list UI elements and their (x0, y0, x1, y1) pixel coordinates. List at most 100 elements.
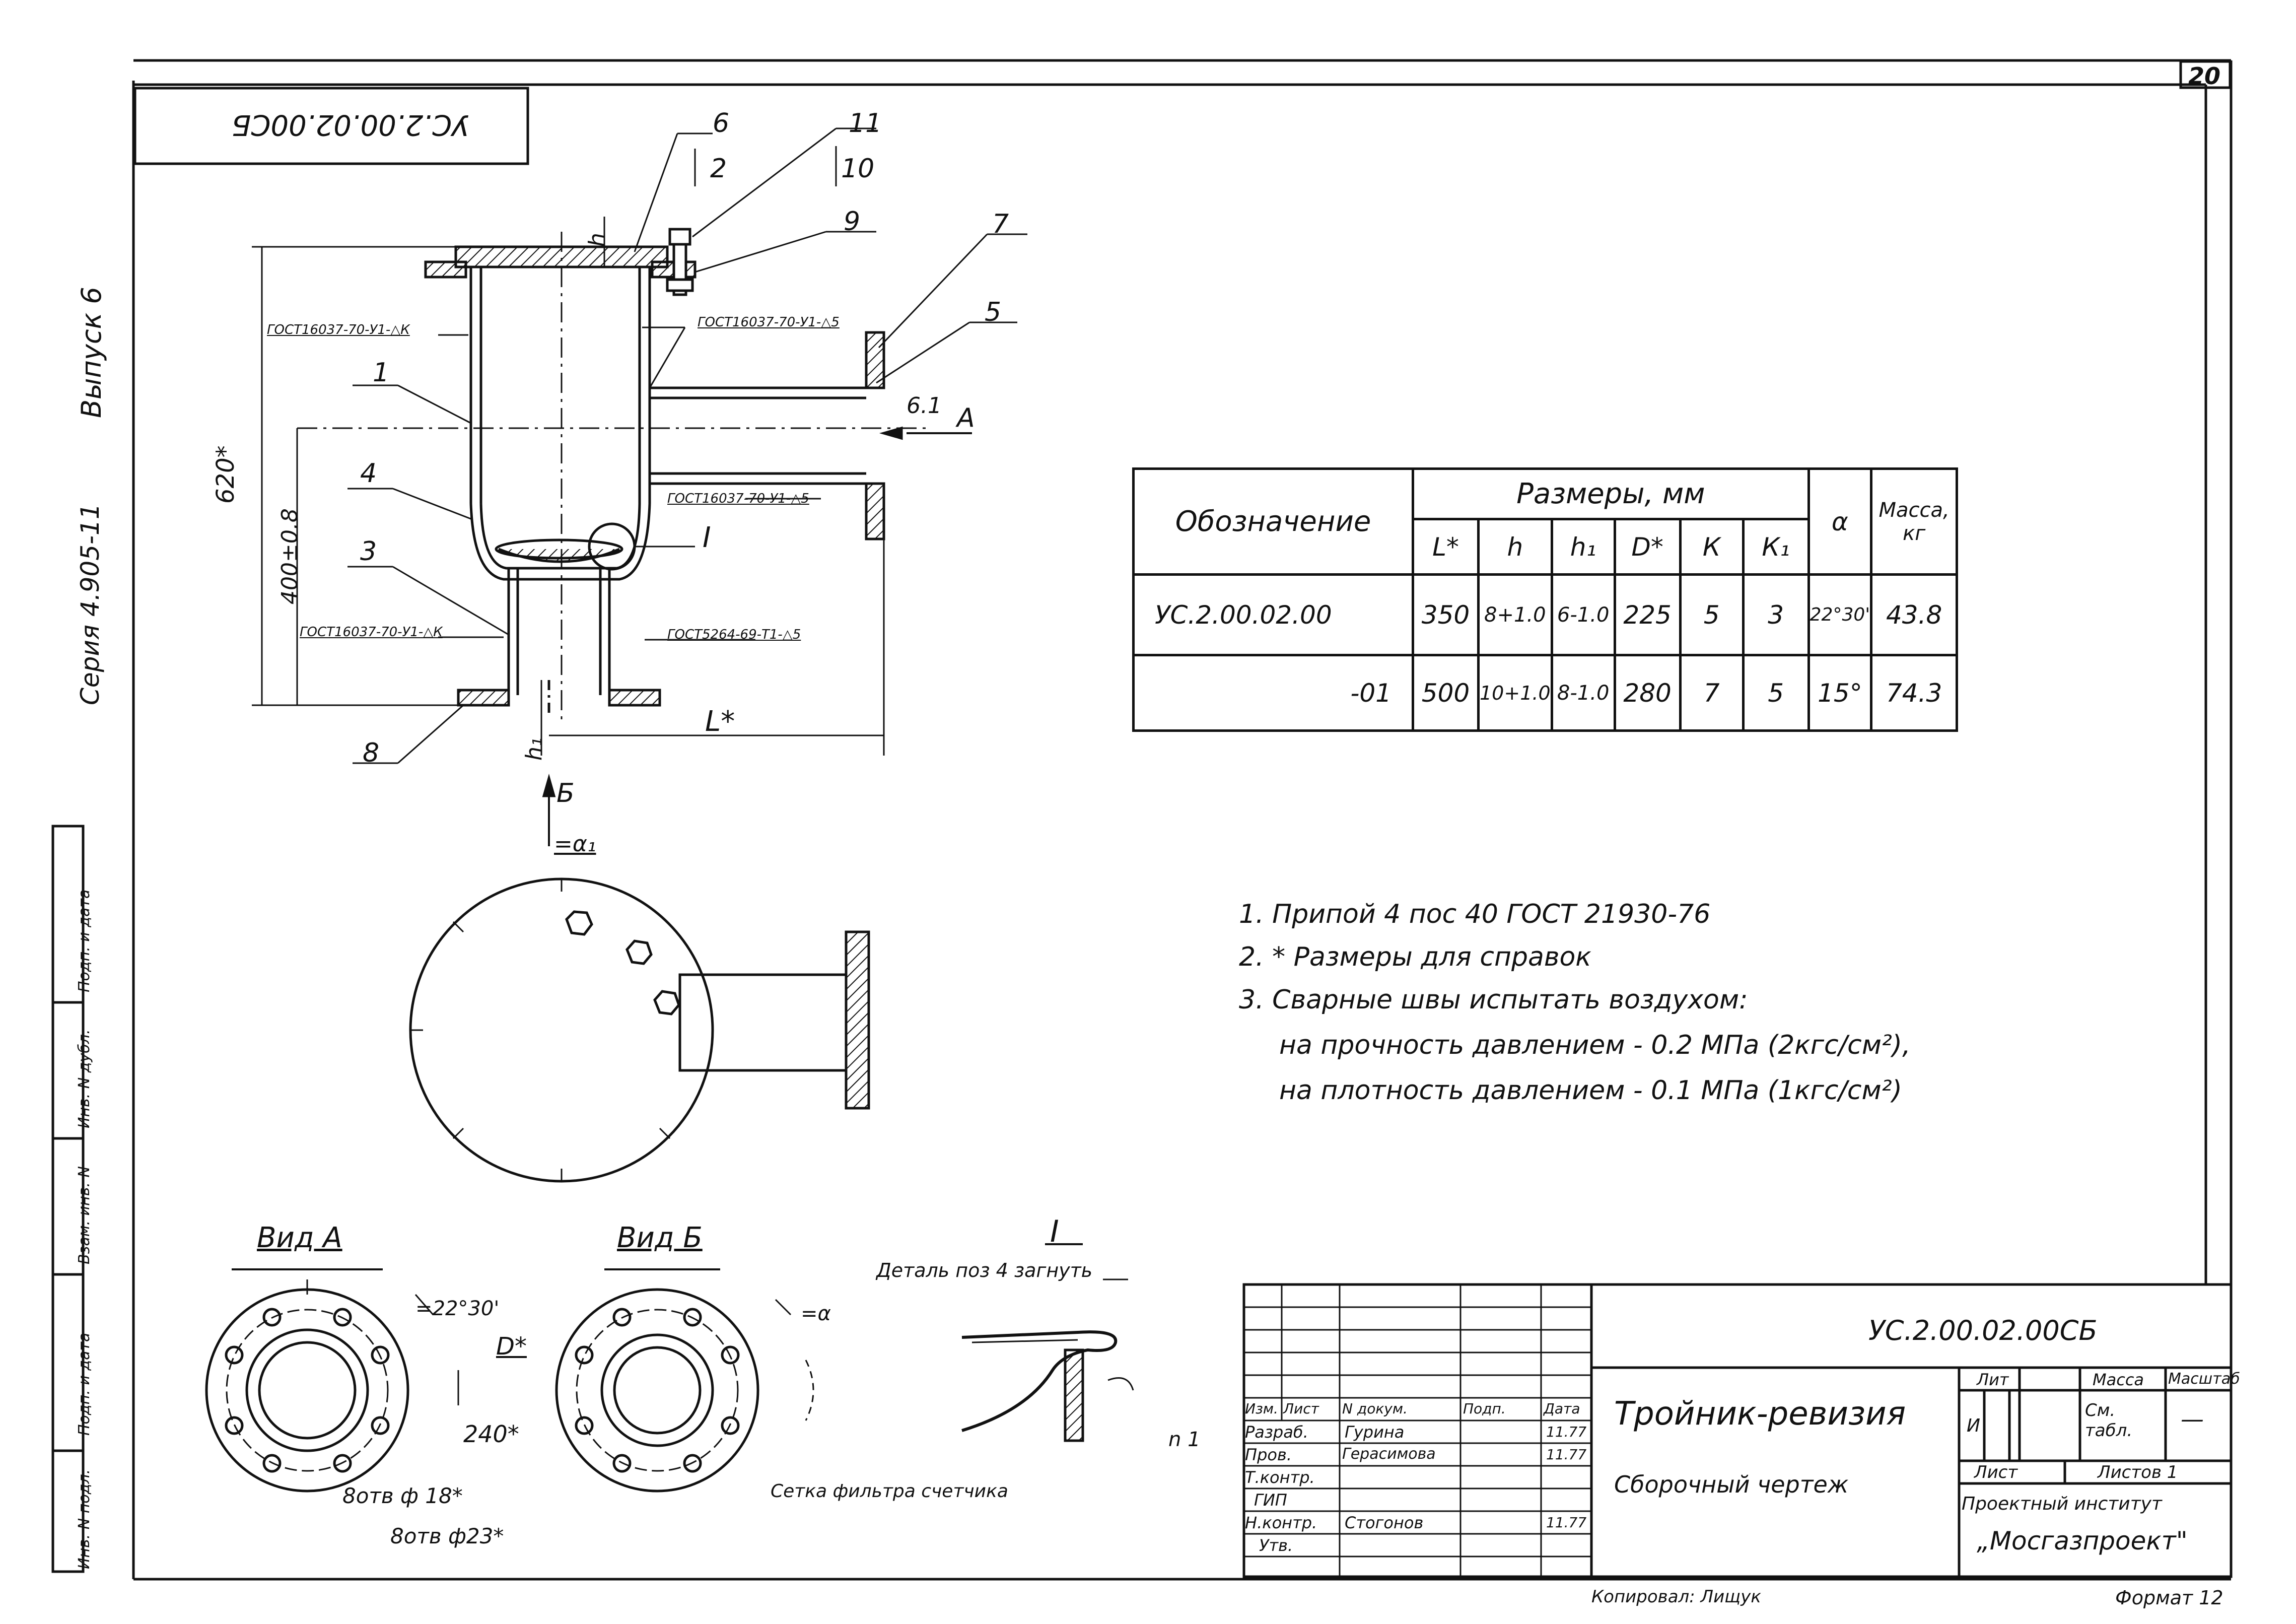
tb-name-razrab: Гурина (1345, 1423, 1405, 1442)
callout-3: 3 (360, 536, 377, 567)
filter-note: Сетка фильтра счетчика (771, 1481, 1008, 1502)
tb-date-razrab: 11.77 (1546, 1424, 1587, 1440)
view-a-arrow-label: A (957, 403, 975, 433)
tb-head-izm: Изм. (1245, 1400, 1278, 1417)
dim-holes-18: 8отв ф 18* (342, 1483, 463, 1508)
side-flange-top (865, 331, 885, 389)
view-a-pipe-outer (245, 1328, 369, 1452)
view-b-pipe-outer (600, 1333, 714, 1447)
col-designation: Обозначение (1132, 467, 1414, 576)
tb-head-data: Дата (1544, 1400, 1580, 1417)
plan-side-pipe (678, 973, 848, 1072)
col-d: D* (1613, 518, 1682, 576)
body-bottom-curve-outer (469, 503, 651, 581)
callout-10: 10 (841, 154, 875, 184)
tb-date-nkontr: 11.77 (1546, 1514, 1587, 1531)
footer-copied-by: Копировал: Лищук (1591, 1587, 1761, 1607)
scale-marker: n 1 (1168, 1428, 1201, 1451)
plan-side-flange (845, 930, 870, 1110)
callout-8: 8 (363, 738, 380, 768)
view-b-pipe-inner (613, 1346, 702, 1435)
view-a-pipe-inner (258, 1341, 357, 1440)
col-k: К (1679, 518, 1745, 576)
note-3a: на прочность давлением - 0.2 МПа (2кгс/с… (1279, 1030, 1911, 1060)
callout-9: 9 (844, 207, 861, 237)
footer-format: Формат 12 (2115, 1587, 2223, 1609)
weld-note-1: ГОСТ16037-70-У1-△К (267, 322, 410, 337)
tb-role-utv: Утв. (1259, 1536, 1293, 1555)
dim-h1: h₁ (521, 737, 547, 761)
callout-7: 7 (992, 209, 1009, 239)
series-label: Серия 4.905-11 (76, 503, 105, 705)
tb-role-prov: Пров. (1245, 1445, 1292, 1464)
tb-org-line2: „Мосгазпроект" (1977, 1526, 2188, 1555)
note-3: 3. Сварные швы испытать воздухом: (1239, 985, 1748, 1015)
dim-holes-23: 8отв ф23* (390, 1524, 504, 1548)
tb-mass-value: См. табл. (2085, 1400, 2133, 1441)
dim-angle-22: =22°30' (415, 1297, 500, 1320)
detail-marker-i: I (703, 521, 711, 554)
sheet-number-box (2179, 60, 2232, 89)
dim-length: L* (705, 705, 735, 738)
plan-bolt-2 (625, 939, 653, 965)
detail-note: Деталь поз 4 загнуть (876, 1259, 1093, 1281)
plan-bolt-3 (653, 990, 680, 1016)
note-1: 1. Припой 4 пос 40 ГОСТ 21930-76 (1239, 899, 1711, 929)
stamp-podp-data-2: Подп. и дата (76, 889, 93, 992)
tb-name-nkontr: Стогонов (1345, 1513, 1424, 1532)
view-a-title: Вид А (257, 1222, 342, 1254)
dimensions-table: Обозначение Размеры, мм α Масса, кг L* h… (1132, 467, 1959, 732)
tb-lit-label: Лит (1977, 1370, 2009, 1389)
bottom-flange-right (608, 689, 661, 707)
col-sizes: Размеры, мм (1412, 467, 1810, 520)
dim-angle-alpha1: =α₁ (554, 831, 596, 857)
callout-11: 11 (849, 108, 882, 139)
dim-diameter-d: D* (496, 1332, 527, 1361)
stamp-vzam: Взам. инв. N (76, 1166, 93, 1264)
sheet-number: 20 (2188, 62, 2221, 90)
tb-scale-value: — (2181, 1405, 2204, 1433)
callout-2: 2 (710, 154, 727, 184)
view-b-title: Вид Б (617, 1222, 703, 1254)
tb-role-razrab: Разраб. (1245, 1423, 1308, 1442)
title-name: Тройник-ревизия (1614, 1395, 1906, 1433)
tb-role-nkontr: Н.контр. (1245, 1513, 1317, 1532)
detail-i-circle (588, 522, 636, 571)
tb-lit-value: И (1967, 1415, 1980, 1436)
callout-4: 4 (360, 458, 377, 489)
tb-date-prov: 11.77 (1546, 1446, 1587, 1463)
dim-pipe-offset: 6.1 (907, 393, 942, 419)
title-subtitle: Сборочный чертеж (1614, 1471, 1849, 1498)
tb-sheet-label: Лист (1974, 1462, 2018, 1482)
stamp-inv-podl: Инв. N подл. (76, 1469, 93, 1569)
view-a-bolt-circle (226, 1309, 389, 1472)
view-b-bolt-circle (576, 1309, 739, 1472)
top-ring-left (424, 260, 467, 279)
tb-head-ndoc: N докум. (1342, 1400, 1408, 1417)
weld-note-4: ГОСТ16037-70-У1-△К (300, 625, 443, 640)
rotated-code-box (133, 87, 529, 165)
callout-6: 6 (713, 108, 730, 139)
dim-diameter-240: 240* (463, 1420, 519, 1448)
tb-mass-label: Масса (2093, 1370, 2144, 1389)
col-mass: Масса, кг (1870, 467, 1959, 576)
plan-bolt-1 (565, 910, 593, 936)
weld-note-5: ГОСТ5264-69-Т1-△5 (667, 627, 801, 642)
dim-angle-alpha: =α (801, 1302, 831, 1325)
view-b-arrow-label: Б (556, 778, 575, 808)
callout-1: 1 (373, 358, 390, 388)
detail-title: I (1050, 1214, 1059, 1249)
top-bolt-nut (666, 278, 694, 292)
dim-overall-height: 620* (212, 445, 240, 504)
dim-inner-height: 400±0.8 (277, 508, 303, 604)
note-2: 2. * Размеры для справок (1239, 942, 1591, 972)
view-b-outer (555, 1288, 759, 1493)
tb-scale-label: Масштаб (2168, 1370, 2240, 1388)
title-block-frame (1242, 1283, 2233, 1578)
tb-role-gip: ГИП (1254, 1491, 1287, 1510)
col-h: h (1477, 518, 1553, 576)
note-3b: на плотность давлением - 0.1 МПа (1кгс/с… (1279, 1075, 1902, 1106)
tb-sheets-label: Листов 1 (2098, 1462, 2178, 1482)
top-bolt-head (668, 228, 691, 246)
filter-rim (495, 538, 623, 560)
